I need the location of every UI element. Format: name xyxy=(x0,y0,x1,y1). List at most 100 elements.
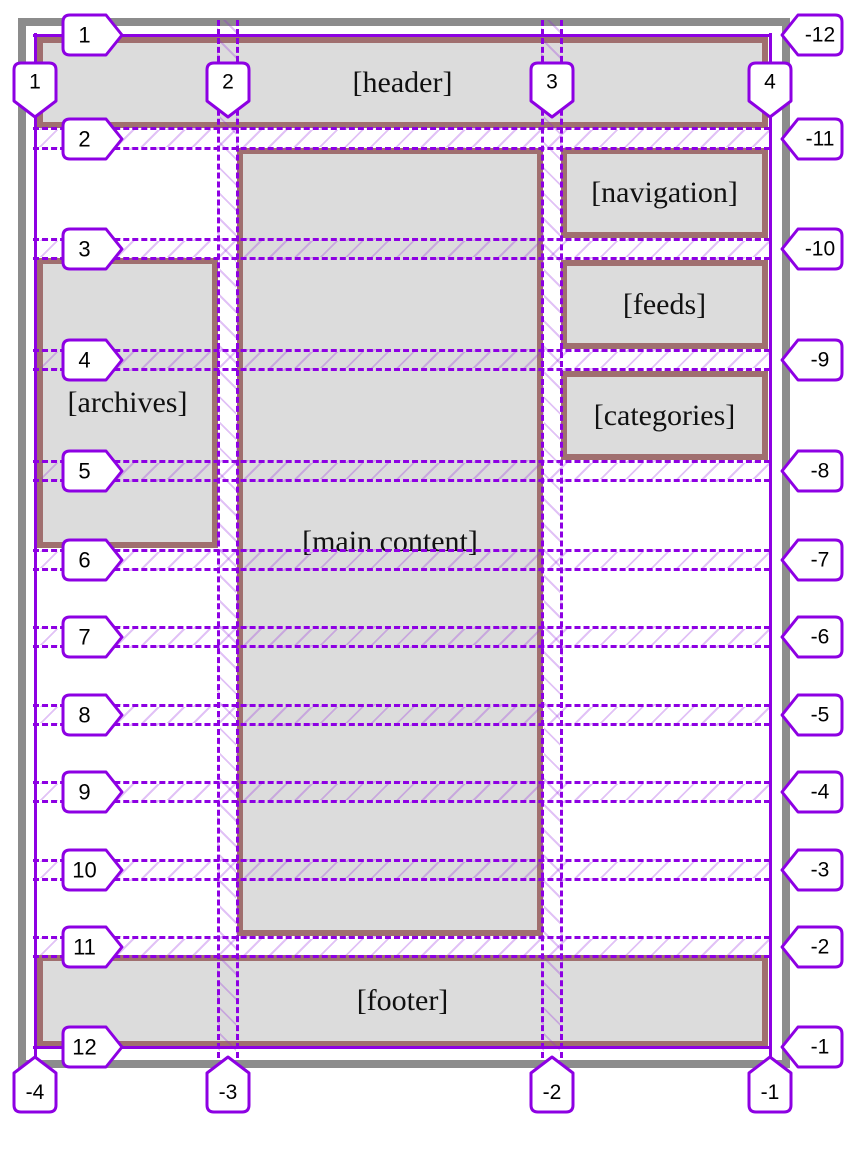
badge-number: -9 xyxy=(811,349,830,372)
row-line-badge-6: 6 xyxy=(61,538,124,582)
badge-number: -1 xyxy=(811,1036,830,1059)
badge-shape xyxy=(780,338,844,382)
badge-shape xyxy=(61,770,124,814)
badge-shape xyxy=(780,227,844,271)
row-line-badge--11: -11 xyxy=(780,117,844,160)
badge-shape xyxy=(61,925,124,969)
badge-shape xyxy=(780,770,844,814)
badge-number: -12 xyxy=(805,24,835,47)
badge-shape xyxy=(780,538,844,582)
badge-number: 3 xyxy=(546,71,558,94)
row-edge-line-1 xyxy=(33,34,770,37)
column-gap-line-3 xyxy=(541,20,563,1058)
badge-number: 1 xyxy=(78,23,90,48)
badge-number: -8 xyxy=(811,460,830,483)
navigation-area: [navigation] xyxy=(561,148,768,238)
badge-number: -2 xyxy=(543,1081,562,1104)
row-line-badge--8: -8 xyxy=(780,449,844,493)
archives-area-label: [archives] xyxy=(67,386,188,419)
badge-shape xyxy=(61,117,124,160)
row-line-badge--10: -10 xyxy=(780,227,844,271)
badge-number: 11 xyxy=(73,935,96,960)
badge-shape xyxy=(780,693,844,737)
badge-number: -5 xyxy=(811,704,830,727)
badge-number: 2 xyxy=(78,126,90,151)
row-line-badge--6: -6 xyxy=(780,615,844,659)
row-line-badge-11: 11 xyxy=(61,925,124,969)
badge-number: 8 xyxy=(78,703,90,728)
badge-number: 9 xyxy=(78,780,90,805)
row-line-badge-2: 2 xyxy=(61,117,124,160)
badge-number: -6 xyxy=(811,626,830,649)
footer-area-label: [footer] xyxy=(356,984,449,1017)
badge-number: 6 xyxy=(78,548,90,573)
badge-shape xyxy=(61,538,124,582)
badge-shape xyxy=(780,615,844,659)
badge-number: 7 xyxy=(78,625,90,650)
col-line-badge--1: -1 xyxy=(747,1055,793,1114)
row-line-badge--4: -4 xyxy=(780,770,844,814)
row-line-badge--5: -5 xyxy=(780,693,844,737)
main-content-area: [main content] xyxy=(237,148,543,936)
badge-shape xyxy=(780,13,844,57)
badge-shape xyxy=(780,848,844,892)
row-edge-line-12 xyxy=(33,1046,770,1049)
badge-number: -1 xyxy=(761,1081,780,1104)
row-line-badge--2: -2 xyxy=(780,925,844,969)
col-line-badge--3: -3 xyxy=(205,1055,251,1114)
categories-area-label: [categories] xyxy=(593,398,736,432)
badge-number: -4 xyxy=(811,781,830,804)
badge-shape xyxy=(529,61,575,119)
navigation-area-label: [navigation] xyxy=(591,176,738,209)
row-line-badge--1: -1 xyxy=(780,1025,844,1069)
badge-shape xyxy=(61,615,124,659)
archives-area: [archives] xyxy=(37,258,218,548)
row-line-badge-3: 3 xyxy=(61,227,124,271)
badge-shape xyxy=(780,925,844,969)
badge-number: 12 xyxy=(72,1035,96,1060)
feeds-area: [feeds] xyxy=(561,260,768,349)
row-line-badge-4: 4 xyxy=(61,338,124,382)
badge-number: 10 xyxy=(72,858,96,883)
column-edge-line-1 xyxy=(34,33,37,1060)
row-line-badge-8: 8 xyxy=(61,693,124,737)
badge-shape xyxy=(747,61,793,119)
badge-number: 2 xyxy=(222,71,234,94)
badge-shape xyxy=(205,1055,251,1114)
column-edge-line-4 xyxy=(769,33,772,1060)
row-line-badge--12: -12 xyxy=(780,13,844,57)
categories-area: [categories] xyxy=(561,371,768,460)
badge-shape xyxy=(747,1055,793,1114)
col-line-badge--2: -2 xyxy=(529,1055,575,1114)
row-line-badge-9: 9 xyxy=(61,770,124,814)
main-content-area-label: [main content] xyxy=(302,525,478,558)
badge-number: -7 xyxy=(811,549,830,572)
badge-number: -4 xyxy=(26,1081,45,1104)
badge-number: -10 xyxy=(805,238,835,261)
badge-number: 5 xyxy=(78,459,90,484)
badge-number: -11 xyxy=(806,127,835,150)
row-line-badge-10: 10 xyxy=(61,848,124,892)
badge-number: 1 xyxy=(29,71,41,94)
row-line-badge--9: -9 xyxy=(780,338,844,382)
col-line-badge-3: 3 xyxy=(529,61,575,119)
badge-number: 4 xyxy=(764,71,776,94)
badge-shape xyxy=(61,1025,124,1069)
page-viewport-frame xyxy=(18,18,790,1068)
badge-number: 3 xyxy=(78,237,90,262)
badge-shape xyxy=(780,1025,844,1069)
badge-shape xyxy=(61,227,124,271)
badge-number: -3 xyxy=(219,1081,238,1104)
badge-number: 4 xyxy=(78,348,90,373)
col-line-badge--4: -4 xyxy=(12,1055,58,1114)
col-line-badge-2: 2 xyxy=(205,61,251,119)
badge-shape xyxy=(12,1055,58,1114)
col-line-badge-1: 1 xyxy=(12,61,58,119)
row-line-badge-1: 1 xyxy=(61,13,124,57)
badge-shape xyxy=(61,338,124,382)
col-line-badge-4: 4 xyxy=(747,61,793,119)
